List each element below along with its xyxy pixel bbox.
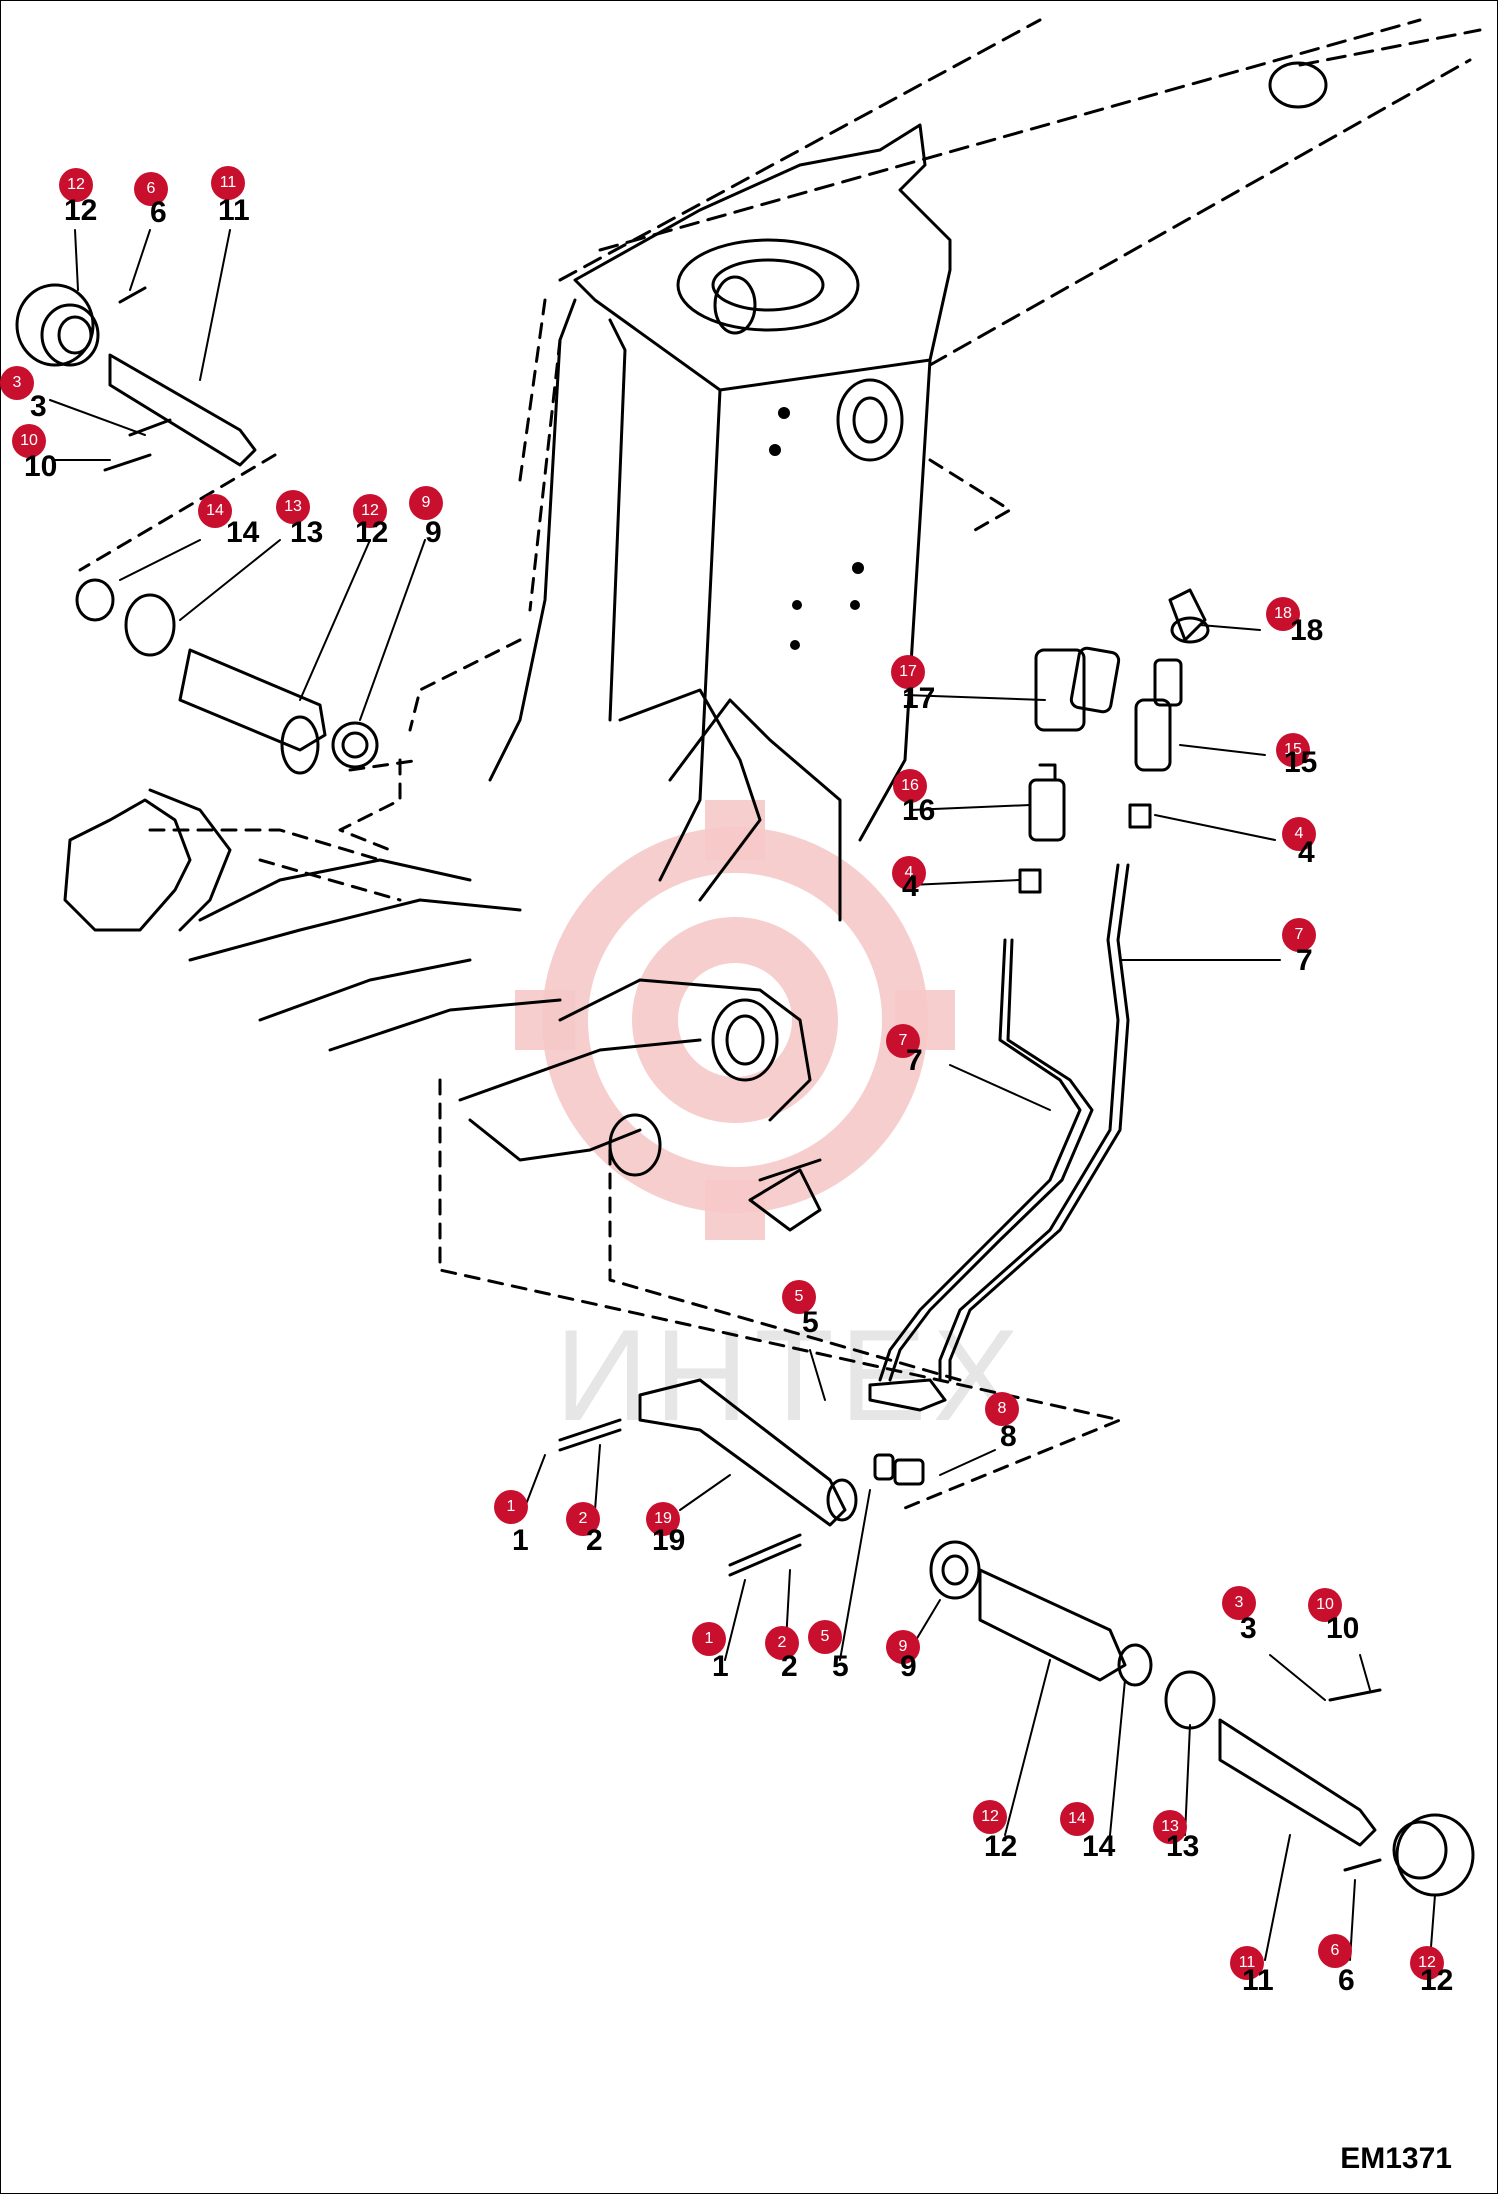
callout-marker: 2 — [566, 1502, 600, 1536]
part-number: 4 — [902, 870, 919, 903]
part-number: 1 — [712, 1650, 729, 1683]
callout-marker: 17 — [891, 655, 925, 689]
part-number: 3 — [30, 390, 47, 423]
callout-marker: 4 — [892, 856, 926, 890]
callout-marker: 3 — [0, 366, 34, 400]
part-number: 12 — [1420, 1964, 1454, 1997]
part-number: 13 — [290, 516, 324, 549]
callout-marker: 3 — [1222, 1586, 1256, 1620]
callout-marker: 4 — [1282, 817, 1316, 851]
callout-marker: 13 — [1153, 1810, 1187, 1844]
part-number: 7 — [906, 1044, 923, 1077]
boom-outline — [558, 18, 1482, 367]
callout-marker: 9 — [886, 1630, 920, 1664]
part-number: 15 — [1284, 746, 1318, 779]
callout-marker: 13 — [276, 490, 310, 524]
part-number: 9 — [900, 1650, 917, 1683]
part-number: 7 — [1296, 944, 1313, 977]
callout-marker: 12 — [973, 1800, 1007, 1834]
part-number: 19 — [652, 1524, 686, 1557]
part-number: 14 — [1082, 1830, 1116, 1863]
part-number: 10 — [24, 450, 58, 483]
part-number: 6 — [1338, 1964, 1355, 1997]
part-number: 14 — [226, 516, 260, 549]
callout-marker: 16 — [893, 769, 927, 803]
callout-marker: 10 — [1308, 1588, 1342, 1622]
callout-marker: 12 — [1410, 1946, 1444, 1980]
part-number: 4 — [1298, 836, 1315, 869]
part-number: 12 — [355, 516, 389, 549]
callout-marker: 12 — [353, 494, 387, 528]
callout-marker: 5 — [808, 1620, 842, 1654]
callout-marker: 9 — [409, 486, 443, 520]
callout-marker: 1 — [692, 1622, 726, 1656]
boom-ring — [1268, 61, 1328, 109]
cylinder — [558, 1378, 925, 1577]
part-number: 12 — [984, 1830, 1018, 1863]
callout-marker: 14 — [198, 494, 232, 528]
part-number: 12 — [64, 194, 98, 227]
callout-marker: 11 — [211, 166, 245, 200]
part-number: 5 — [832, 1650, 849, 1683]
pin-assembly-top — [15, 283, 379, 775]
part-number: 2 — [586, 1524, 603, 1557]
coupler-dash — [148, 638, 1122, 1512]
part-number: 1 — [512, 1524, 529, 1557]
part-number: 17 — [902, 682, 936, 715]
callout-marker: 6 — [1318, 1934, 1352, 1968]
callout-marker: 2 — [765, 1626, 799, 1660]
callout-marker: 1 — [494, 1490, 528, 1524]
callout-marker: 10 — [12, 424, 46, 458]
fittings — [1018, 588, 1210, 894]
callout-marker: 8 — [985, 1392, 1019, 1426]
callout-marker: 19 — [646, 1502, 680, 1536]
part-number: 11 — [1242, 1964, 1274, 1997]
arm-upper — [573, 123, 952, 462]
arm-holes — [769, 407, 864, 650]
callout-marker: 7 — [886, 1024, 920, 1058]
callout-marker: 7 — [1282, 918, 1316, 952]
arm-dash — [518, 298, 1012, 612]
hoses — [868, 863, 1130, 1412]
coupler — [63, 788, 822, 1232]
pin-assembly-top-dash — [78, 453, 402, 852]
diagram-code: EM1371 — [1340, 2142, 1452, 2175]
callout-marker: 12 — [59, 168, 93, 202]
arm-body — [488, 298, 932, 922]
part-number: 6 — [150, 196, 167, 229]
watermark-text: ИНТЕХ — [555, 1302, 1026, 1448]
leader-lines — [49, 229, 1436, 1961]
part-number: 18 — [1290, 614, 1324, 647]
callout-marker: 5 — [782, 1280, 816, 1314]
callout-marker: 14 — [1060, 1802, 1094, 1836]
part-number: 13 — [1166, 1830, 1200, 1863]
callout-marker: 18 — [1266, 597, 1300, 631]
part-number: 8 — [1000, 1420, 1017, 1453]
callout-marker: 6 — [134, 172, 168, 206]
part-number: 16 — [902, 794, 936, 827]
part-number: 3 — [1240, 1612, 1257, 1645]
callout-marker: 11 — [1230, 1946, 1264, 1980]
part-number: 9 — [425, 516, 442, 549]
part-number: 10 — [1326, 1612, 1360, 1645]
pin-assembly-bottom — [929, 1540, 1475, 1897]
part-number: 2 — [781, 1650, 798, 1683]
part-number: 11 — [218, 194, 250, 227]
part-number: 5 — [802, 1306, 819, 1339]
callout-marker: 15 — [1276, 733, 1310, 767]
